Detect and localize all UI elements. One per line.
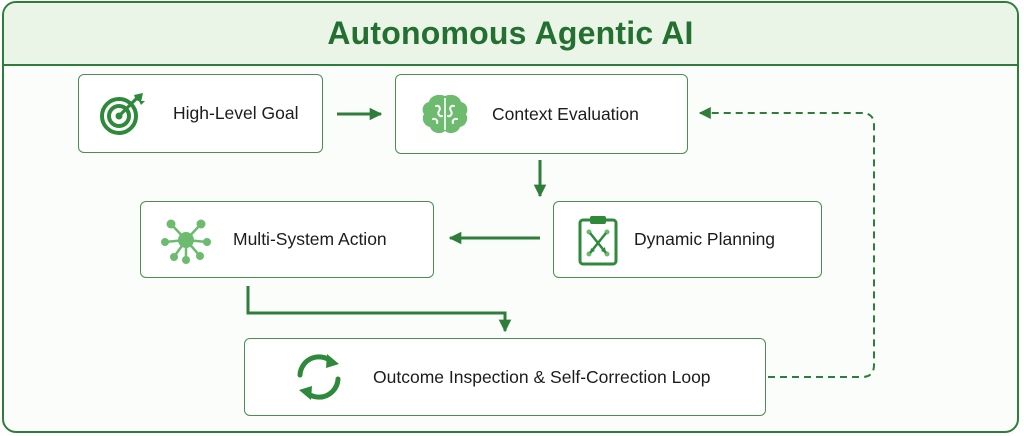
- target-icon: [98, 91, 148, 137]
- brain-icon: [419, 92, 471, 136]
- title-banner: Autonomous Agentic AI: [4, 3, 1017, 66]
- node-label: Multi-System Action: [233, 229, 387, 249]
- node-multi-system-action: Multi-System Action: [140, 201, 434, 278]
- diagram-title: Autonomous Agentic AI: [327, 15, 694, 51]
- node-outcome-inspection-loop: Outcome Inspection & Self-Correction Loo…: [244, 338, 766, 416]
- node-label: Context Evaluation: [492, 103, 639, 124]
- node-context-evaluation: Context Evaluation: [395, 74, 688, 154]
- network-hub-icon: [159, 215, 213, 265]
- refresh-cycle-icon: [291, 352, 347, 402]
- node-dynamic-planning: Dynamic Planning: [553, 201, 822, 278]
- node-label: Outcome Inspection & Self-Correction Loo…: [373, 366, 711, 387]
- node-label: High-Level Goal: [173, 103, 299, 123]
- clipboard-plan-icon: [576, 214, 620, 266]
- node-label: Dynamic Planning: [634, 229, 776, 249]
- node-high-level-goal: High-Level Goal: [78, 74, 323, 153]
